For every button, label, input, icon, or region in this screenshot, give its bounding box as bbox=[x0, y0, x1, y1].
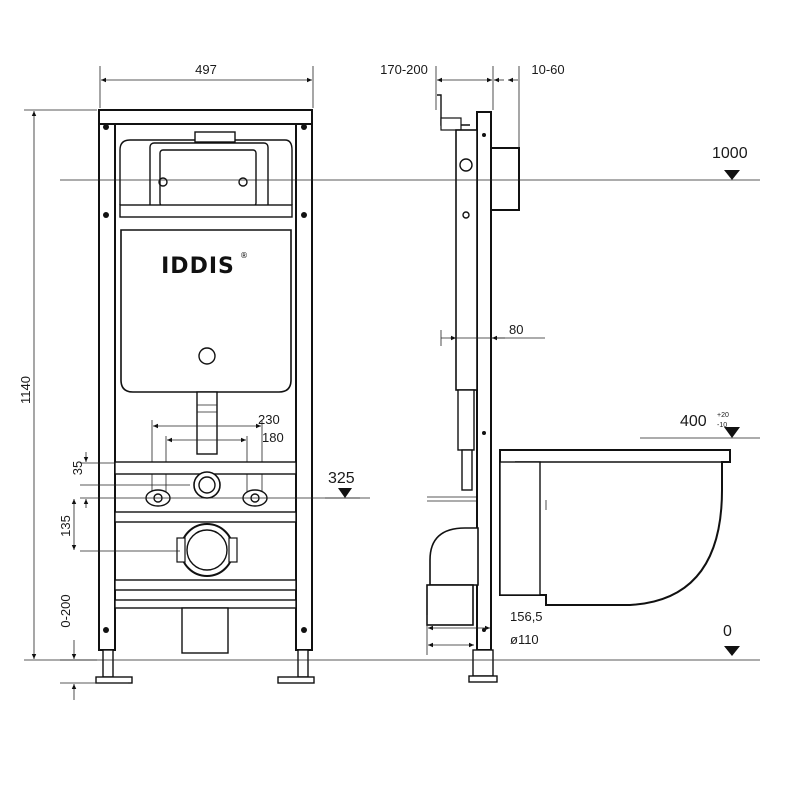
dim-offset-135: 135 bbox=[58, 515, 73, 537]
dim-total-height: 1140 bbox=[18, 376, 33, 404]
dim-floor-level: 0 bbox=[723, 623, 732, 640]
dim-drain-offset: 156,5 bbox=[510, 609, 543, 624]
dim-bolt-inner: 180 bbox=[262, 430, 284, 445]
dim-bowl-tol-minus: -10 bbox=[717, 422, 727, 429]
dim-frame-width: 497 bbox=[195, 62, 217, 77]
dim-wall-gap: 10-60 bbox=[531, 62, 564, 77]
dim-bowl-tol-plus: +20 bbox=[717, 412, 729, 419]
side-view: 170-200 10-60 1000 80 bbox=[60, 62, 760, 683]
dim-depth-range: 170-200 bbox=[380, 62, 428, 77]
dim-bolt-outer: 230 bbox=[258, 412, 280, 427]
front-view: 497 IDDIS ® 230 180 bbox=[18, 62, 370, 700]
dim-offset-35: 35 bbox=[70, 461, 85, 475]
dim-bowl-height: 400 bbox=[680, 413, 707, 430]
dim-button-height: 1000 bbox=[712, 145, 748, 162]
dim-bolt-height: 325 bbox=[328, 470, 355, 487]
dim-leg-adjust: 0-200 bbox=[58, 594, 73, 627]
dim-drain-diameter: ø110 bbox=[510, 632, 539, 647]
brand-registered-mark: ® bbox=[240, 251, 248, 260]
dim-offset-80: 80 bbox=[509, 322, 523, 337]
brand-logo: IDDIS bbox=[161, 254, 235, 279]
